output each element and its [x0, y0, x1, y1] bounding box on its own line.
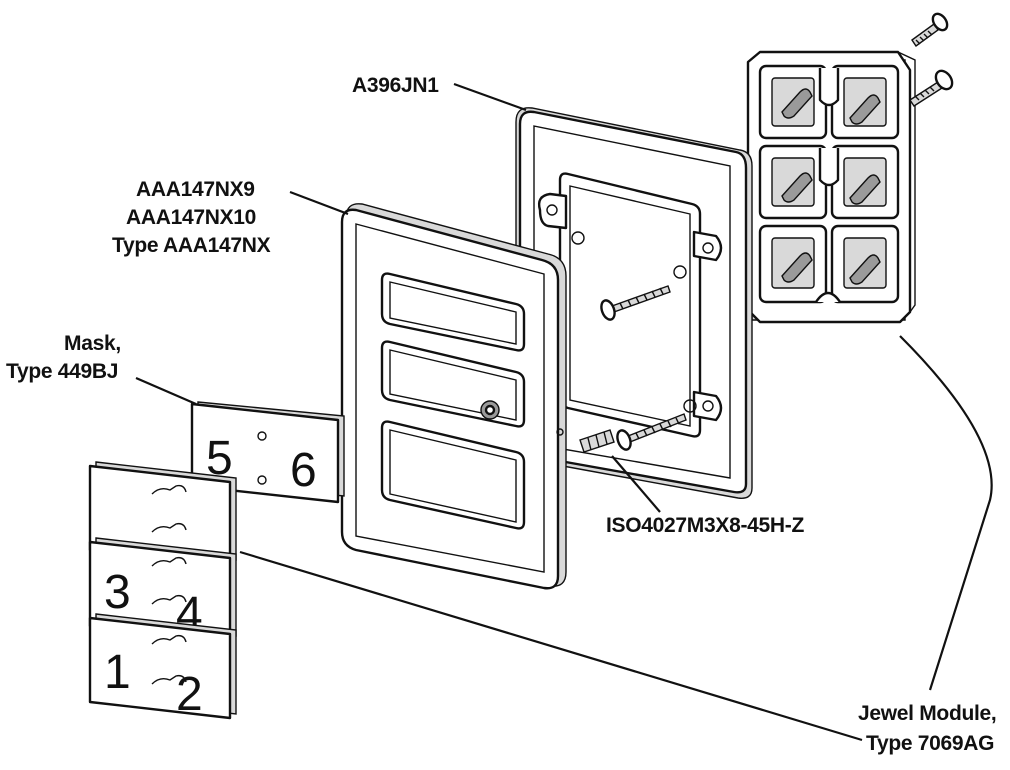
- label-cover-part-1: AAA147NX9: [136, 178, 255, 201]
- label-cover-type: Type AAA147NX: [112, 234, 271, 257]
- label-screw-part: ISO4027M3X8-45H-Z: [606, 514, 804, 537]
- leader-jewel-module: [239, 550, 863, 742]
- leader-mask: [135, 376, 197, 406]
- jewel-module-bottom: 1 2: [88, 613, 237, 721]
- label-frame-part: A396JN1: [352, 74, 439, 97]
- box-row-1: [758, 64, 900, 140]
- box-screw-bottom: [909, 69, 954, 107]
- box-row-3: [758, 224, 900, 304]
- label-mask-line2: Type 449BJ: [6, 360, 118, 383]
- label-module-line1: Jewel Module,: [858, 702, 996, 725]
- jewel-number-3: 3: [104, 566, 131, 619]
- leader-screw: [611, 455, 661, 513]
- leader-lines: [135, 82, 993, 742]
- back-box: [746, 50, 916, 324]
- leader-jewel-box: [899, 335, 993, 691]
- mask-number-right: 6: [290, 444, 317, 497]
- frame-screw-lower: [616, 413, 687, 451]
- jewel-number-1: 1: [104, 646, 131, 699]
- label-cover-part-2: AAA147NX10: [126, 206, 256, 229]
- jewel-number-2: 2: [176, 668, 203, 721]
- label-mask-line1: Mask,: [64, 332, 121, 355]
- box-screw-top: [911, 12, 949, 47]
- label-module-line2: Type 7069AG: [866, 732, 994, 755]
- frame-screw-upper: [600, 285, 671, 321]
- labels: A396JN1 AAA147NX9 AAA147NX10 Type AAA147…: [6, 74, 997, 755]
- cover-plate: [340, 203, 567, 590]
- leader-cover: [289, 190, 349, 216]
- leader-frame: [453, 82, 527, 112]
- box-row-2: [758, 144, 900, 220]
- anchor-plug: [579, 429, 615, 453]
